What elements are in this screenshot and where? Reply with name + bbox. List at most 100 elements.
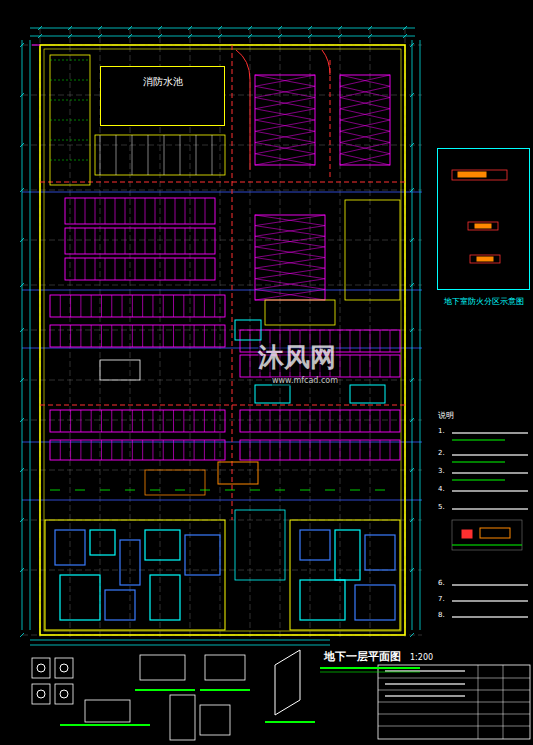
axis-line bbox=[22, 190, 422, 191]
parking-stall bbox=[173, 295, 174, 317]
fire-zone-line bbox=[232, 45, 233, 520]
title-block-line bbox=[378, 714, 530, 715]
parking-row bbox=[240, 410, 400, 432]
parking-stall bbox=[60, 410, 61, 432]
title-block-text-line bbox=[385, 683, 465, 685]
service-room bbox=[90, 530, 115, 555]
parking-stall bbox=[70, 325, 71, 347]
parking-stall bbox=[350, 440, 351, 460]
parking-stall bbox=[255, 236, 325, 247]
parking-stall bbox=[135, 198, 136, 224]
parking-stall bbox=[125, 228, 126, 254]
parking-stall bbox=[214, 295, 215, 317]
parking-stall bbox=[204, 410, 205, 432]
detail-sketch bbox=[140, 655, 185, 680]
title-block-line bbox=[378, 702, 530, 703]
outer-wall bbox=[44, 49, 401, 631]
title-block-line bbox=[478, 665, 479, 739]
dimension-tick bbox=[20, 283, 24, 287]
detail-title-bar bbox=[135, 689, 195, 691]
watermark: www.mfcad.com bbox=[272, 377, 338, 386]
parking-stall bbox=[122, 325, 123, 347]
parking-stall bbox=[280, 410, 281, 432]
parking-stall bbox=[370, 355, 371, 377]
note-mark bbox=[125, 490, 135, 491]
parking-stall bbox=[255, 279, 325, 290]
note-mark bbox=[175, 490, 185, 491]
parking-stall bbox=[111, 325, 112, 347]
dimension-tick bbox=[403, 34, 407, 38]
title-underline bbox=[320, 667, 420, 669]
room-wall bbox=[265, 300, 335, 325]
parking-stall bbox=[255, 279, 325, 290]
parking-stall bbox=[250, 440, 251, 460]
title-block-text-line bbox=[385, 695, 465, 697]
parking-stall bbox=[270, 440, 271, 460]
note-text-line bbox=[452, 440, 505, 441]
parking-stall bbox=[340, 86, 390, 97]
dimension-tick bbox=[188, 34, 192, 38]
parking-stall bbox=[155, 258, 156, 280]
title-block bbox=[378, 665, 530, 739]
dimension-tick bbox=[278, 34, 282, 38]
note-number: 5. bbox=[438, 504, 445, 512]
parking-stall bbox=[214, 325, 215, 347]
parking-stall bbox=[390, 330, 391, 352]
dimension-line bbox=[412, 40, 413, 630]
parking-stall bbox=[340, 410, 341, 432]
axis-line bbox=[310, 28, 311, 640]
title-underline bbox=[320, 672, 420, 673]
parking-stall bbox=[340, 120, 390, 131]
service-room bbox=[145, 530, 180, 560]
parking-stall bbox=[194, 295, 195, 317]
detail-sketch bbox=[170, 695, 195, 740]
axis-line bbox=[370, 28, 371, 640]
parking-stall bbox=[205, 198, 206, 224]
notes-heading: 说明 bbox=[438, 412, 454, 421]
axis-line bbox=[22, 145, 422, 146]
parking-stall bbox=[260, 440, 261, 460]
axis-band bbox=[22, 192, 422, 193]
dimension-line bbox=[30, 28, 415, 29]
parking-stall bbox=[380, 330, 381, 352]
note-text-line bbox=[452, 454, 528, 456]
dimension-tick bbox=[278, 26, 282, 30]
service-room bbox=[120, 540, 140, 585]
zone-marker bbox=[458, 172, 486, 177]
note-text-line bbox=[452, 432, 528, 434]
parking-stall bbox=[214, 440, 215, 460]
parking-row bbox=[50, 410, 225, 432]
parking-stall bbox=[255, 268, 325, 279]
parking-stall bbox=[204, 440, 205, 460]
axis-line bbox=[22, 570, 422, 571]
parking-stall bbox=[340, 109, 390, 120]
parking-stall bbox=[255, 86, 315, 97]
parking-stall bbox=[173, 410, 174, 432]
detail-sketch bbox=[85, 700, 130, 722]
parking-stall bbox=[195, 198, 196, 224]
equipment-line bbox=[100, 135, 101, 175]
parking-stall bbox=[142, 295, 143, 317]
dimension-tick bbox=[188, 26, 192, 30]
dimension-line bbox=[420, 40, 421, 630]
dimension-tick bbox=[410, 633, 414, 637]
parking-stall bbox=[250, 410, 251, 432]
dimension-tick bbox=[410, 378, 414, 382]
room-line bbox=[50, 160, 90, 161]
detail-sketch bbox=[32, 684, 50, 704]
service-wall bbox=[290, 520, 400, 630]
note-number: 2. bbox=[438, 450, 445, 458]
parking-stall bbox=[122, 295, 123, 317]
dimension-tick bbox=[218, 26, 222, 30]
parking-stall bbox=[310, 410, 311, 432]
axis-line bbox=[280, 28, 281, 640]
note-number: 8. bbox=[438, 612, 445, 620]
parking-stall bbox=[380, 440, 381, 460]
dimension-tick bbox=[20, 418, 24, 422]
parking-stall bbox=[194, 410, 195, 432]
detail-title-bar bbox=[200, 689, 250, 691]
parking-stall bbox=[255, 75, 315, 86]
zone-marker bbox=[468, 222, 498, 230]
parking-stall bbox=[145, 198, 146, 224]
parking-stall bbox=[135, 228, 136, 254]
